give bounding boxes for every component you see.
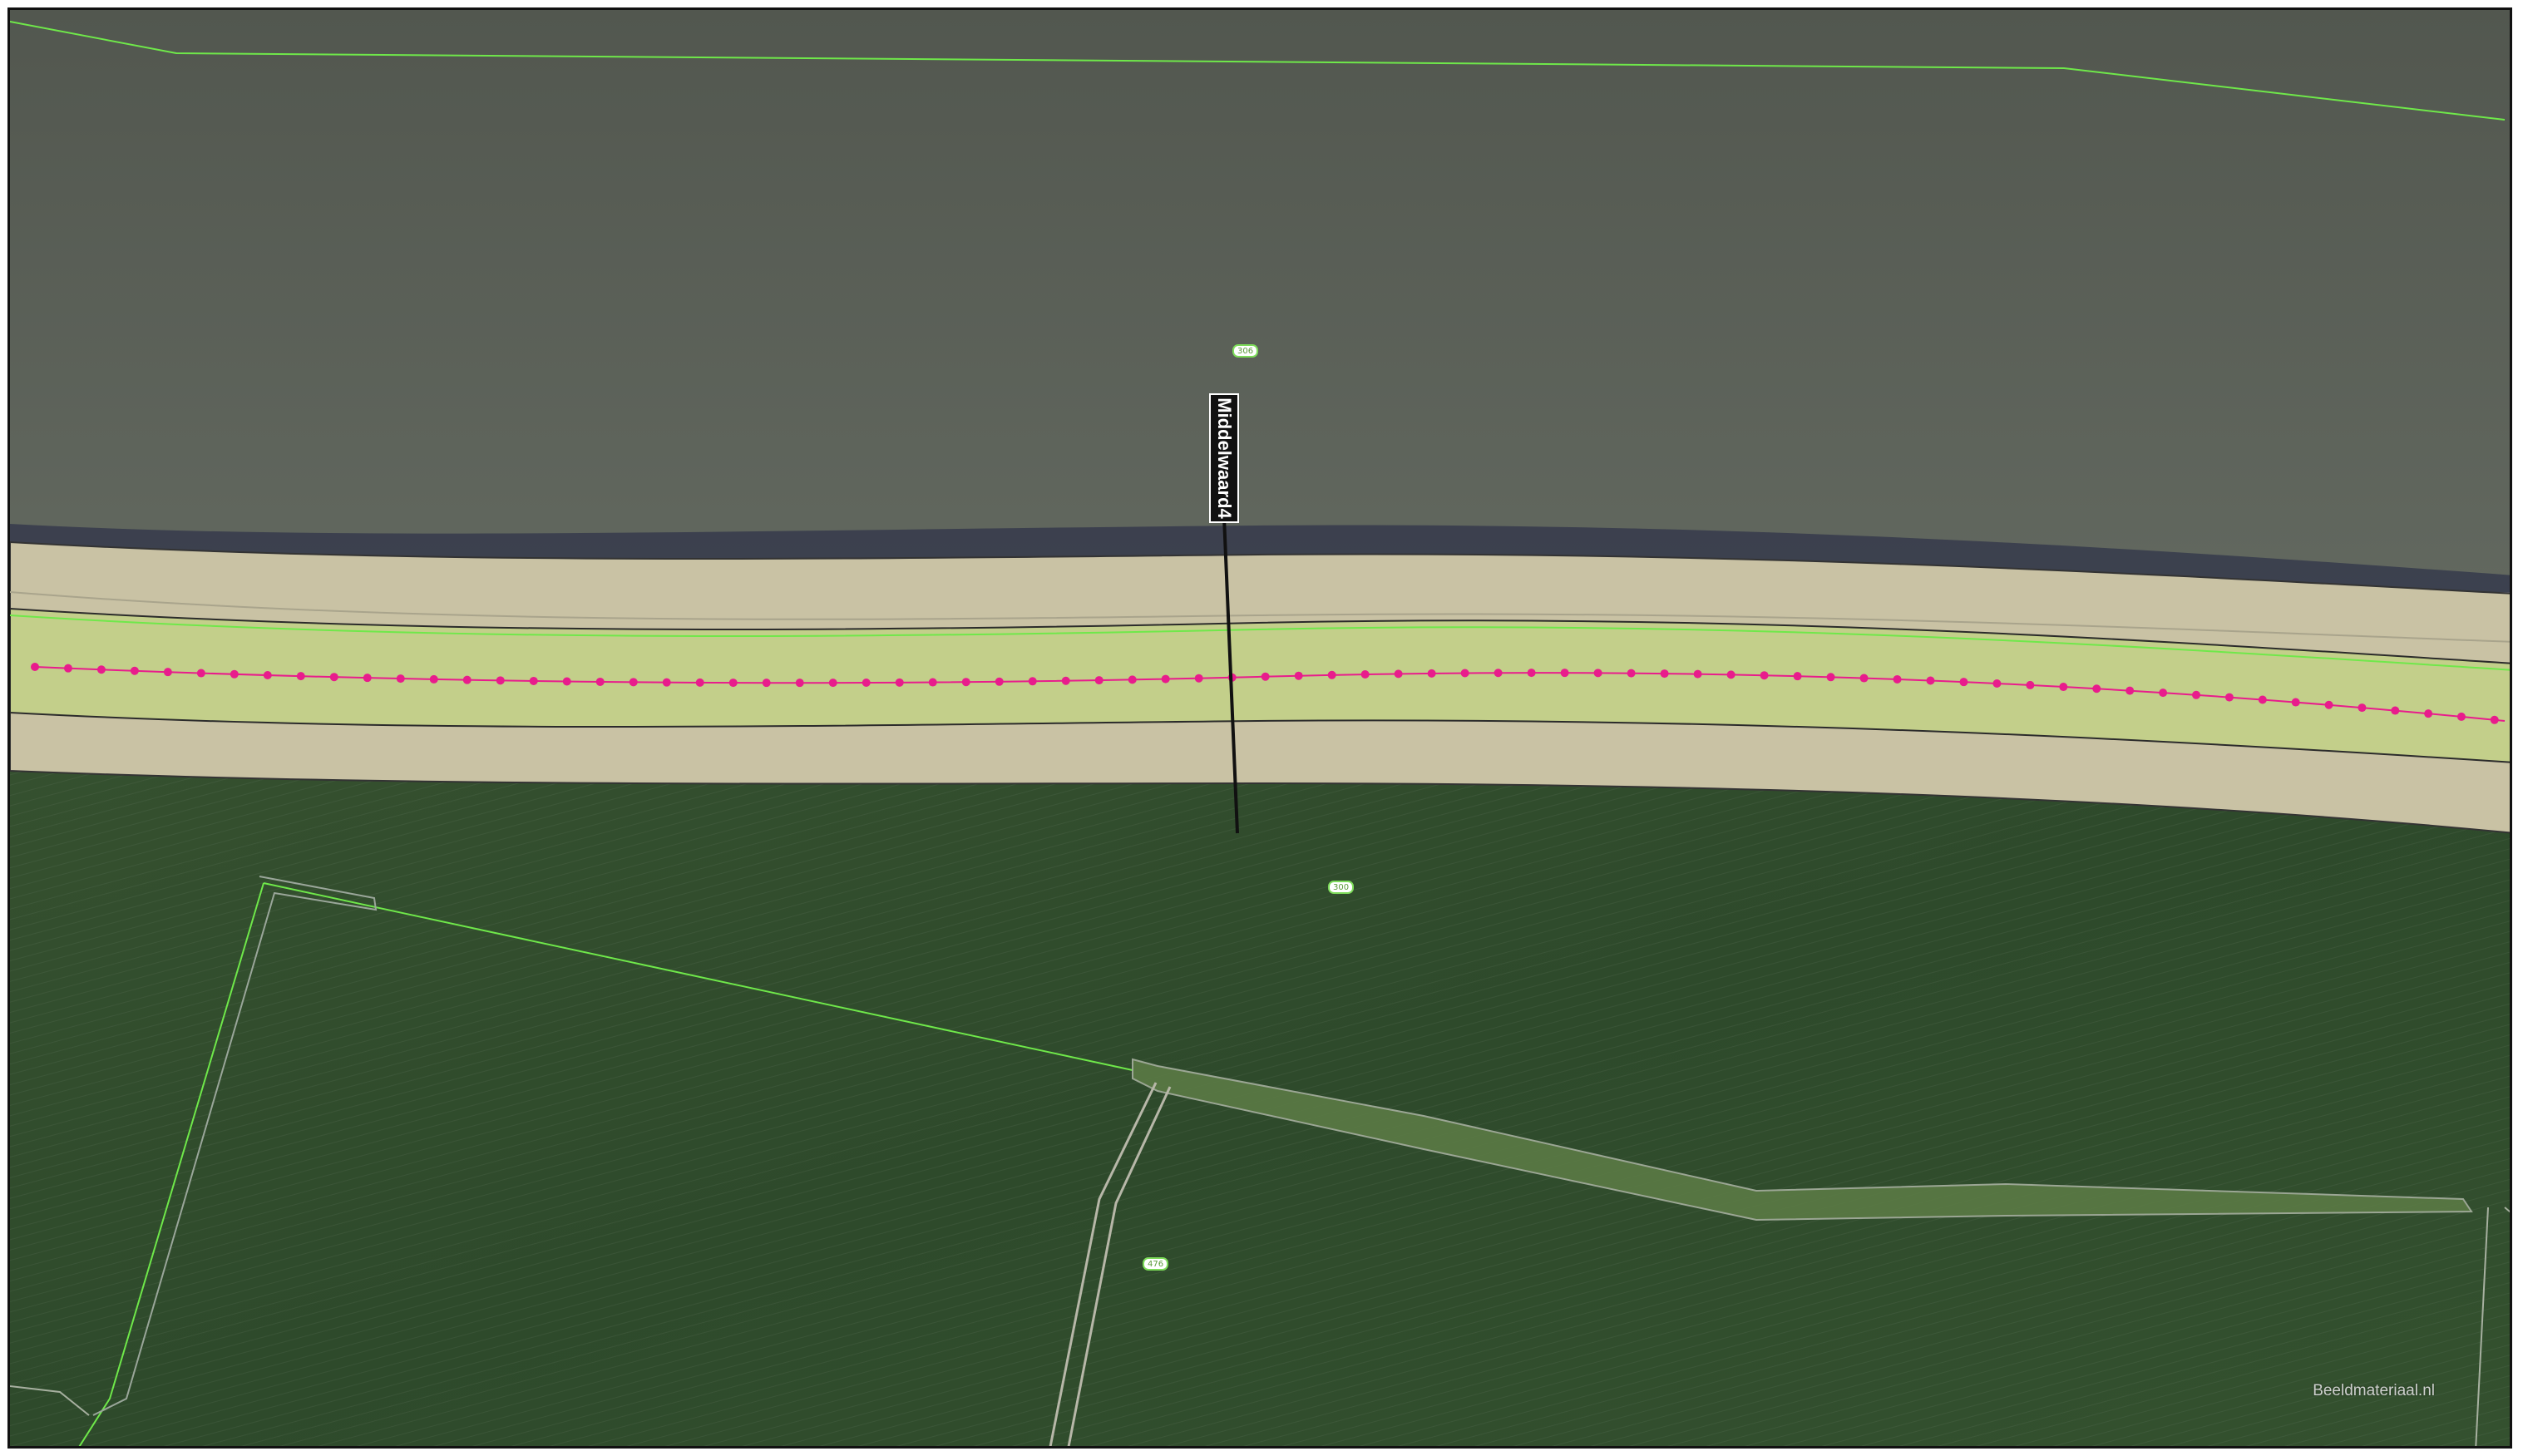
dike-axis-point [1161,674,1170,684]
dike-axis-point [1760,671,1769,680]
dike-axis-point [2126,686,2135,695]
dike-axis-point [629,678,638,687]
dike-axis-point [130,666,139,675]
dike-axis-line [34,666,2506,722]
dike-axis-point [2424,709,2433,718]
dike-axis-point [1460,669,1469,678]
dike-axis-point [562,677,571,686]
dike-axis-point [928,678,937,687]
dike-axis-point [2456,712,2466,721]
ditch [1132,1058,2473,1222]
dike-crest [10,607,2510,763]
dike-axis-point [762,679,771,688]
profile-line [1222,516,1239,834]
shore-shadow [10,524,2510,602]
aerial-map [10,10,2510,1446]
dike-axis-point [31,663,39,671]
dike-axis-point [1094,676,1104,685]
dike-axis-point [1194,674,1203,683]
profile-label-text: Middelwaard4 [1214,397,1235,519]
dike-axis-point [1859,674,1869,683]
dike-axis-point [296,672,305,681]
dike-axis-point [1627,669,1636,678]
dike-axis-point [1128,675,1137,684]
dike-axis-point [1061,676,1070,685]
dike-axis-point [862,679,871,688]
dike-axis-point [2490,715,2499,724]
dike-axis-point [1693,669,1702,679]
attribution-text: Beeldmateriaal.nl [2313,1382,2435,1399]
dike-axis-point [1660,669,1669,679]
dike-axis-point [2358,703,2367,713]
map-viewport[interactable]: 306 300 476 Middelwaard4 Beeldmateriaal.… [7,7,2512,1449]
dike-axis-point [1394,669,1403,679]
dike-axis-point [1926,676,1935,685]
dike-axis-point [1294,671,1303,680]
dike-axis-point [230,669,239,679]
parcel-label: 306 [1232,344,1259,358]
river-water [10,10,2510,592]
dike-axis-point [63,664,72,673]
dike-axis-point [2026,680,2035,689]
dike-axis-point [728,679,738,688]
dike-axis-point [1793,672,1802,681]
dike-axis-point [2391,706,2400,715]
dike-axis-point [1360,670,1370,679]
dike-axis-point [363,674,372,683]
dike-axis-point [329,673,338,682]
dike-axis-point [1261,672,1270,681]
dike-axis-point [2092,684,2101,693]
dike-axis-point [2224,693,2234,702]
dike-axis-point [1726,670,1735,679]
dike-axis-point [662,678,671,687]
dike-axis-point [2291,698,2300,707]
dike-axis-point [895,678,904,687]
dike-axis-point [429,674,438,684]
dike-axis-point [96,665,106,674]
dike-axis-point [695,678,704,687]
dike-axis-point [529,676,538,685]
dike-axis-point [2059,683,2068,692]
dike-axis-point [961,678,970,687]
dike-axis-point [1028,677,1037,686]
dike-axis-point [1826,673,1835,682]
dike-axis-point [1494,669,1503,678]
parcel-label: 300 [1328,881,1355,894]
parcel-label: 476 [1143,1257,1169,1271]
dike-axis-point [595,677,605,686]
dike-axis-point [496,676,505,685]
dike-axis-point [2192,690,2201,699]
dike-axis-point [1593,669,1602,678]
dike-axis-point [1327,670,1336,679]
dike-axis-point [196,669,205,678]
dike-axis-point [1959,678,1968,687]
ditch [10,1385,90,1416]
dike-axis-point [1527,669,1536,678]
dike-axis-point [263,671,272,680]
dike-axis-point [828,679,837,688]
dike-axis-point [2258,695,2267,704]
dike-axis-point [2324,700,2333,709]
parcel-boundary [78,882,264,1446]
profile-label[interactable]: Middelwaard4 [1209,393,1239,523]
dike-axis-point [1560,669,1569,678]
dike-axis-point [1427,669,1436,678]
dike-axis-point [396,674,405,684]
dike-axis-point [462,675,472,684]
ditch [92,876,378,1416]
water-boundary-line [10,21,2506,121]
parcel-boundary [263,882,1133,1071]
dike-axis-point [795,679,804,688]
dike-axis-point [2159,689,2168,698]
ditch [2475,1207,2510,1446]
dike-axis-point [995,677,1004,686]
dike-axis-point [1893,674,1902,684]
dike-axis-point [1992,679,2002,688]
farm-track [1049,1082,1172,1446]
dike-axis-point [163,668,172,677]
